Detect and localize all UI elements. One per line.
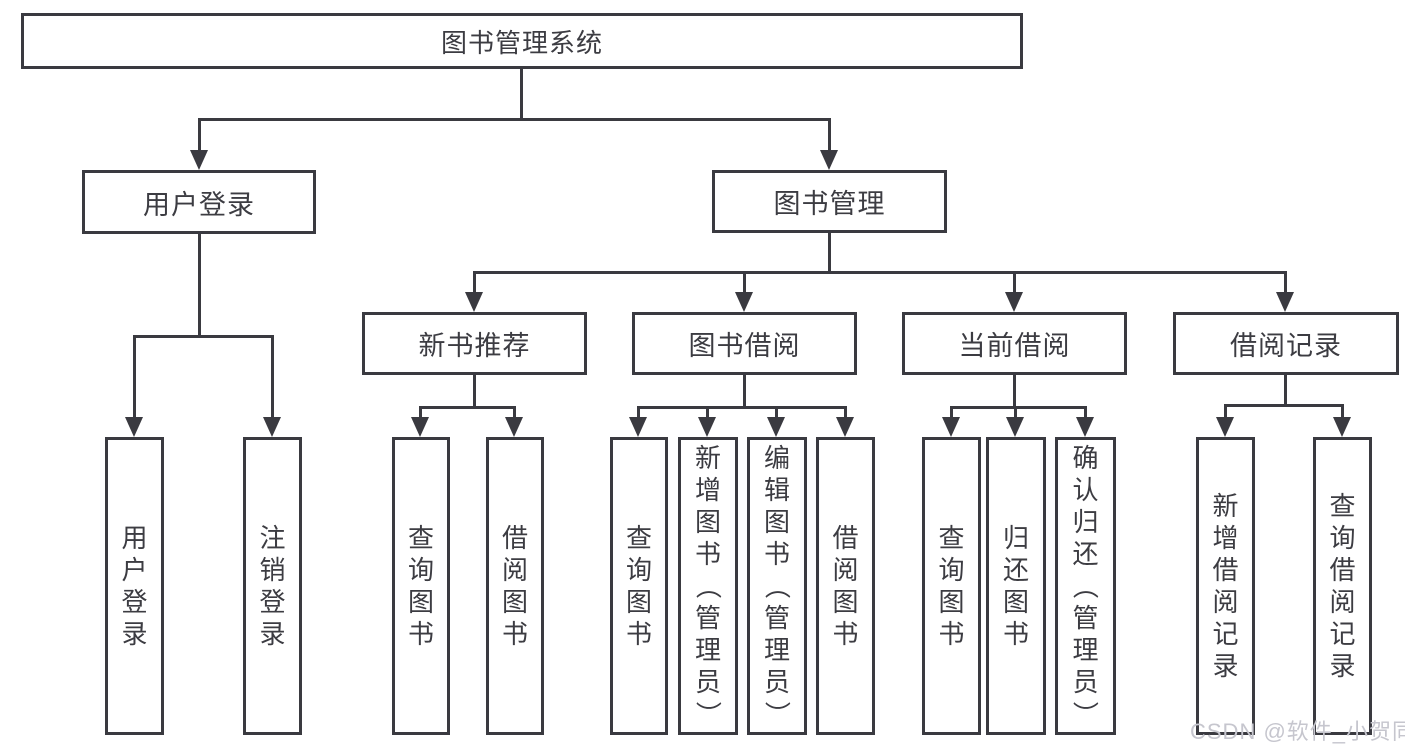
arrowhead-cb-query (942, 417, 960, 437)
node-label: 用户登录 (121, 523, 148, 649)
connector-drop-cb-confirm (1084, 406, 1087, 419)
node-label: 新增借阅记录 (1212, 491, 1239, 681)
arrowhead-bb-add (698, 417, 716, 437)
arrowhead-current-borrowing (1005, 292, 1023, 312)
node-label: 新书推荐 (418, 331, 531, 361)
connector-drop-book-management (828, 118, 831, 151)
node-label: 图书管理系统 (440, 27, 603, 58)
arrowhead-cb-return (1006, 417, 1024, 437)
connector-borrowing-records-bar (1224, 404, 1344, 407)
node-label: 借阅图书 (832, 523, 859, 649)
leaf-add-borrow-record: 新增借阅记录 (1196, 437, 1255, 735)
connector-drop-borrowing-records (1284, 271, 1287, 293)
connector-drop-bb-borrow (844, 406, 847, 419)
connector-drop-leaf-user-login (133, 335, 136, 418)
node-new-book-recommendation: 新书推荐 (362, 312, 587, 375)
connector-drop-bb-query (637, 406, 640, 419)
connector-book-management-stem (828, 233, 831, 274)
connector-drop-br-query (1341, 404, 1344, 419)
node-label: 用户登录 (143, 189, 255, 220)
leaf-return-books: 归还图书 (986, 437, 1046, 735)
arrowhead-nb-query (411, 417, 429, 437)
connector-drop-br-add (1224, 404, 1227, 419)
node-library-management-system: 图书管理系统 (21, 13, 1023, 69)
leaf-confirm-return-admin: 确认归还（管理员） (1055, 437, 1116, 735)
node-user-login: 用户登录 (82, 170, 316, 234)
connector-book-borrowing-bar (637, 406, 846, 409)
node-book-borrowing: 图书借阅 (632, 312, 857, 375)
node-label: 归还图书 (1002, 523, 1029, 649)
arrowhead-bb-edit (767, 417, 785, 437)
connector-book-borrowing-stem (743, 375, 746, 409)
leaf-user-login: 用户登录 (105, 437, 164, 735)
connector-current-borrowing-bar (950, 406, 1086, 409)
leaf-borrow-books-borrowing: 借阅图书 (816, 437, 875, 735)
connector-borrowing-records-stem (1284, 375, 1287, 407)
connector-drop-nb-borrow (513, 406, 516, 419)
connector-root-stem (520, 68, 523, 118)
connector-drop-nb-query (419, 406, 422, 419)
arrowhead-user-login (190, 150, 208, 170)
connector-drop-user-login (198, 118, 201, 151)
connector-user-login-bar (133, 335, 274, 338)
node-label: 编辑图书（管理员） (761, 443, 792, 728)
node-label: 借阅记录 (1230, 331, 1342, 361)
node-current-borrowing: 当前借阅 (902, 312, 1127, 375)
arrowhead-borrowing-records (1276, 292, 1294, 312)
leaf-query-books-borrowing: 查询图书 (610, 437, 668, 735)
node-book-management: 图书管理 (712, 170, 947, 233)
leaf-query-books-current: 查询图书 (922, 437, 981, 735)
connector-drop-cb-return (1014, 406, 1017, 419)
leaf-query-books-recommend: 查询图书 (392, 437, 450, 735)
node-borrowing-records: 借阅记录 (1173, 312, 1399, 375)
connector-drop-new-book (473, 271, 476, 293)
node-label: 确认归还（管理员） (1070, 443, 1101, 728)
node-label: 查询图书 (625, 523, 652, 649)
arrowhead-br-query (1333, 417, 1351, 437)
arrowhead-cb-confirm (1076, 417, 1094, 437)
arrowhead-bb-query (629, 417, 647, 437)
node-label: 图书管理 (773, 189, 886, 219)
node-label: 查询借阅记录 (1329, 491, 1356, 681)
connector-drop-book-borrowing (743, 271, 746, 293)
connector-book-management-bar (473, 271, 1287, 274)
node-label: 借阅图书 (501, 523, 528, 649)
arrowhead-br-add (1216, 417, 1234, 437)
connector-drop-cb-query (950, 406, 953, 419)
connector-drop-current-borrowing (1013, 271, 1016, 293)
node-label: 查询图书 (938, 523, 965, 649)
connector-root-bar (198, 118, 830, 121)
arrowhead-leaf-user-login (125, 417, 143, 437)
connector-current-borrowing-stem (1013, 375, 1016, 409)
leaf-add-books-admin: 新增图书（管理员） (678, 437, 738, 735)
leaf-query-borrow-record: 查询借阅记录 (1313, 437, 1372, 735)
node-label: 查询图书 (407, 523, 434, 649)
leaf-borrow-books-recommend: 借阅图书 (486, 437, 544, 735)
leaf-edit-books-admin: 编辑图书（管理员） (747, 437, 807, 735)
arrowhead-book-management (820, 150, 838, 170)
connector-drop-leaf-logout (271, 335, 274, 418)
leaf-logout: 注销登录 (243, 437, 302, 735)
arrowhead-book-borrowing (735, 292, 753, 312)
connector-drop-bb-add (706, 406, 709, 419)
connector-user-login-stem (198, 234, 201, 335)
arrowhead-leaf-logout (263, 417, 281, 437)
connector-drop-bb-edit (775, 406, 778, 419)
connector-new-book-bar (419, 406, 516, 409)
node-label: 新增图书（管理员） (692, 443, 723, 728)
arrowhead-bb-borrow (836, 417, 854, 437)
connector-new-book-stem (473, 375, 476, 409)
csdn-watermark: CSDN @软件_小贺同学 (1190, 719, 1405, 744)
node-label: 图书借阅 (688, 331, 801, 361)
node-label: 当前借阅 (958, 331, 1071, 361)
node-label: 注销登录 (259, 523, 286, 649)
arrowhead-nb-borrow (505, 417, 523, 437)
arrowhead-new-book (465, 292, 483, 312)
